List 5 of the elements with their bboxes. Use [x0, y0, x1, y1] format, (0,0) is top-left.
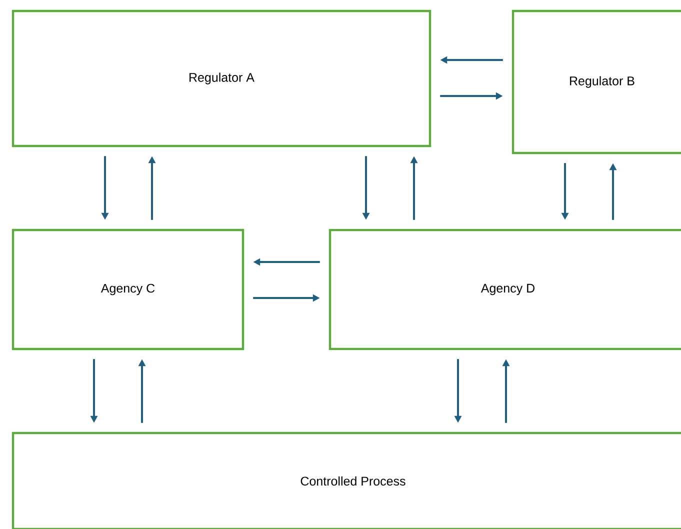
process-box: Regulator A — [12, 10, 432, 148]
process-box: Agency C — [12, 228, 244, 350]
process-box: Regulator B — [512, 10, 681, 154]
process-box: Agency D — [328, 228, 681, 350]
process-box: Controlled Process — [12, 432, 681, 529]
